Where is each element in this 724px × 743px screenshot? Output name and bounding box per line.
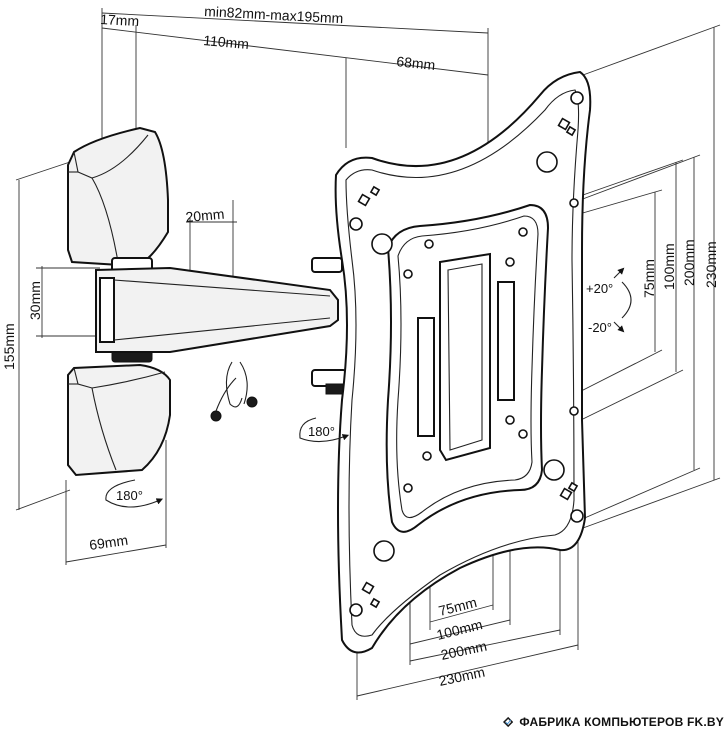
- label-68mm: 68mm: [396, 53, 436, 73]
- vesa-plate: [334, 70, 592, 654]
- label-17mm: 17mm: [100, 11, 140, 29]
- label-110mm: 110mm: [203, 32, 250, 52]
- label-200mm-horizontal: 200mm: [439, 638, 488, 663]
- label-75mm-horizontal: 75mm: [437, 594, 479, 619]
- label-230mm-vertical: 230mm: [703, 241, 719, 288]
- label-200mm-vertical: 200mm: [681, 239, 697, 286]
- label-tilt-down: -20°: [588, 320, 612, 335]
- label-20mm: 20mm: [185, 206, 225, 225]
- wall-plate: [67, 126, 347, 477]
- label-tilt-up: +20°: [586, 281, 613, 296]
- label-69mm: 69mm: [88, 532, 129, 553]
- rotation-arrows: [105, 267, 632, 508]
- label-155mm: 155mm: [1, 323, 17, 370]
- brand-logo: ФАБРИКА КОМПЬЮТЕРОВ FK.BY: [497, 700, 724, 743]
- label-swivel-arm: 180°: [308, 424, 335, 439]
- label-230mm-horizontal: 230mm: [437, 664, 486, 689]
- label-30mm: 30mm: [27, 281, 43, 320]
- label-75mm-vertical: 75mm: [641, 259, 657, 298]
- logo-text: ФАБРИКА КОМПЬЮТЕРОВ FK.BY: [519, 714, 724, 729]
- dimension-lines: [15, 8, 721, 700]
- label-range: min82mm-max195mm: [204, 3, 344, 26]
- label-100mm-vertical: 100mm: [661, 243, 677, 290]
- label-swivel-wall: 180°: [116, 488, 143, 503]
- fk-logo-icon: [503, 716, 514, 727]
